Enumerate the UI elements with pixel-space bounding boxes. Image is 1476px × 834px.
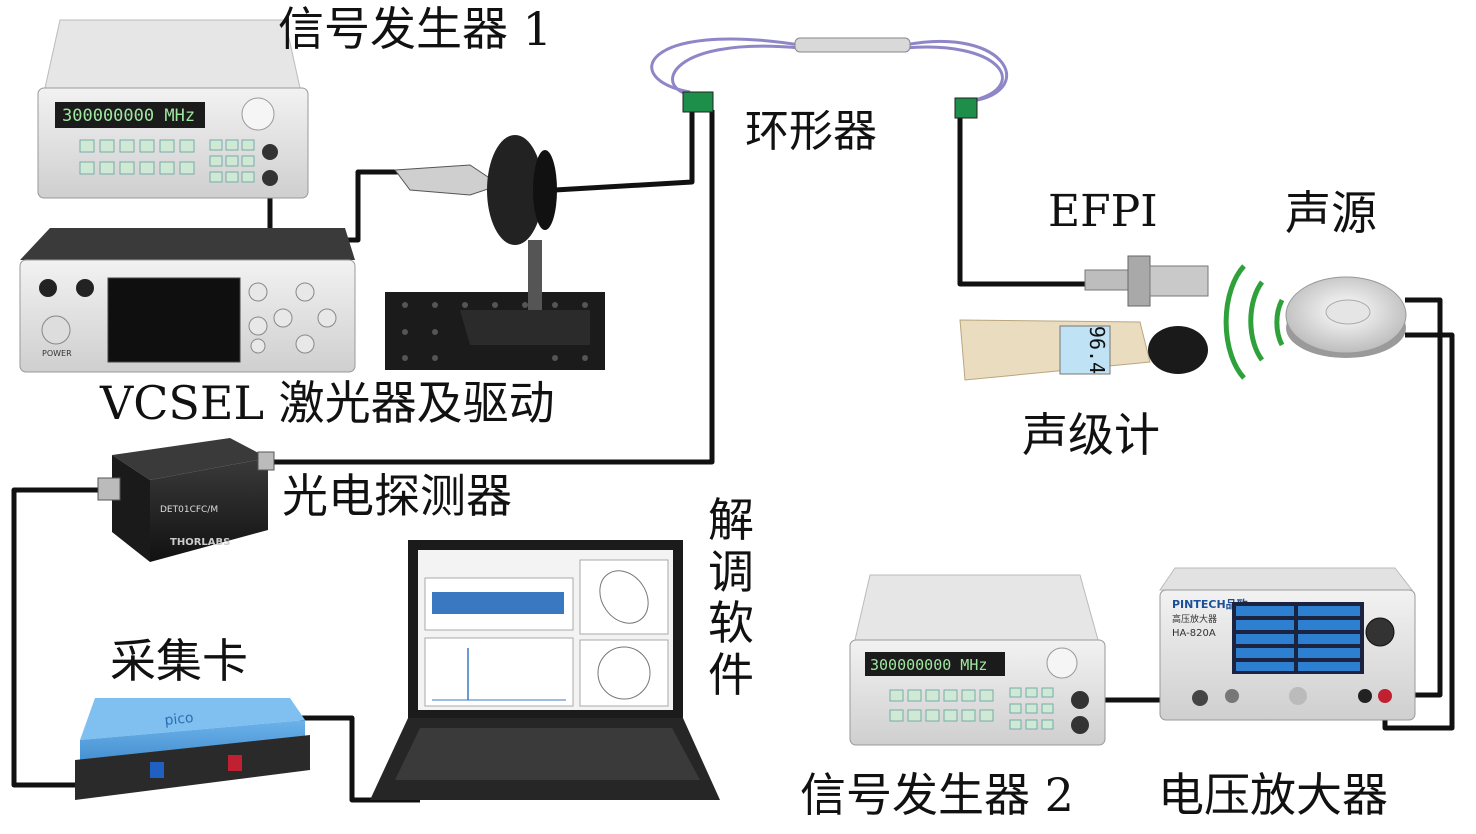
label-voltage-amplifier: 电压放大器 <box>1158 768 1388 822</box>
detector-model-text: DET01CFC/M <box>160 505 218 515</box>
label-demod-char-1: 解 <box>708 493 754 547</box>
cable-detector-to-daq <box>11 487 120 788</box>
label-efpi: EFPI <box>1048 186 1158 237</box>
spl-reading-text: 96.4 <box>1085 326 1109 374</box>
label-signal-generator-1: 信号发生器 1 <box>278 2 552 56</box>
sg1-display-text: 300000000 MHz <box>62 106 195 126</box>
cables <box>11 110 1455 803</box>
cable-circulator-to-efpi <box>957 118 1085 287</box>
voltage-amplifier: PINTECH品致 高压放大器 HA-820A <box>1159 567 1416 721</box>
driver-screen <box>107 277 241 363</box>
spl-display <box>1059 325 1111 375</box>
circulator-device <box>650 37 1008 119</box>
amp-brand-text: PINTECH品致 <box>1172 597 1249 611</box>
driver-power-knob <box>41 315 71 345</box>
sg1-keypad <box>79 139 255 183</box>
label-sound-source: 声源 <box>1285 186 1377 240</box>
driver-power-text: POWER <box>42 349 72 358</box>
cable-laser-fiber-to-circulator <box>554 110 695 193</box>
label-circulator: 环形器 <box>745 106 877 157</box>
vcsel-laser-driver: POWER <box>19 228 356 373</box>
detector-brand-text: THORLABS <box>170 537 230 548</box>
sg1-display <box>55 102 205 128</box>
amp-knob <box>1365 617 1395 647</box>
label-sound-level-meter: 声级计 <box>1022 408 1160 462</box>
photodetector: DET01CFC/M THORLABS <box>97 438 275 562</box>
acoustic-wave-2 <box>1248 280 1265 362</box>
amp-subtitle-text: 高压放大器 <box>1172 613 1217 625</box>
lissajous-1 <box>599 570 649 624</box>
efpi-sensor <box>1084 255 1209 307</box>
efpi-flange <box>1127 255 1151 307</box>
label-signal-generator-2: 信号发生器 2 <box>800 768 1074 822</box>
sound-level-meter: 96.4 <box>959 319 1208 381</box>
circulator-body <box>794 37 911 53</box>
label-demod-char-3: 软 <box>708 596 754 651</box>
sg2-display-text: 300000000 MHz <box>870 656 987 674</box>
sound-source <box>1223 264 1407 380</box>
amp-model-text: HA-820A <box>1172 628 1216 639</box>
label-vcsel-laser: VCSEL 激光器及驱动 <box>100 376 555 430</box>
label-demod-char-2: 调 <box>708 544 754 599</box>
cable-sg1-to-driver <box>267 169 420 243</box>
fiber-loop-left <box>650 37 801 94</box>
signal-generator-2: 300000000 MHz <box>849 574 1106 746</box>
laptop <box>370 540 720 800</box>
acoustic-wave-1 <box>1274 298 1285 347</box>
waveform-plot <box>432 592 564 614</box>
label-demod-software: 解 调 软 件 <box>705 493 757 702</box>
daq-brand-text: pico <box>164 710 195 729</box>
label-daq-card: 采集卡 <box>110 634 248 688</box>
cable-circulator-to-detector <box>265 110 715 465</box>
acoustic-wave-3 <box>1223 264 1246 380</box>
laser-mount <box>385 135 605 370</box>
signal-generator-1: 300000000 MHz <box>37 19 309 199</box>
spl-microphone <box>1148 326 1208 374</box>
daq-card: pico <box>75 698 310 800</box>
label-photodetector: 光电探测器 <box>282 469 512 523</box>
sg1-knob <box>241 97 275 131</box>
label-demod-char-4: 件 <box>708 647 754 702</box>
lissajous-2 <box>597 646 651 700</box>
fiber-mount-disk <box>487 135 543 245</box>
